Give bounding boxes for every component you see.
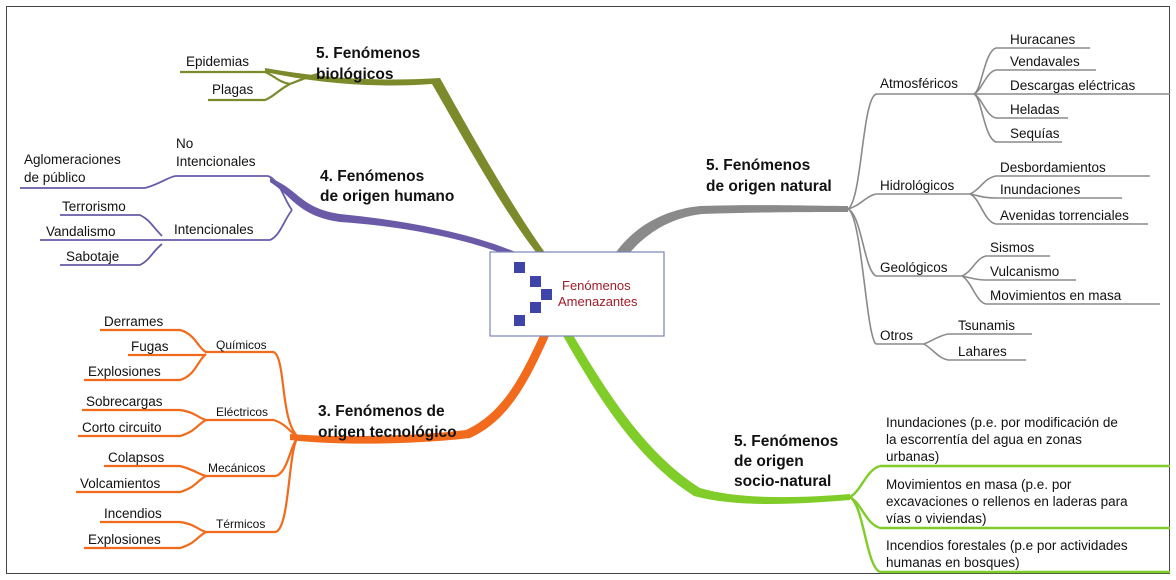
humano-title-line1: 4. Fenómenos: [320, 168, 424, 185]
branch-biologicos: 5. Fenómenos biológicos Epidemias Plagas: [180, 45, 420, 102]
center-logo-icon: [514, 262, 552, 326]
aglomeraciones-line2: de público: [24, 170, 86, 185]
biologicos-title-line2: biológicos: [316, 66, 394, 83]
mecanicos-item-2: Volcamientos: [80, 476, 161, 491]
hidrologicos-label: Hidrológicos: [880, 178, 955, 193]
intencionales-label: Intencionales: [174, 222, 254, 237]
socio-natural-title-line2: de origen: [734, 453, 804, 470]
socio-item-1-line3: urbanas): [886, 449, 939, 464]
biologicos-item-2: Plagas: [212, 82, 254, 97]
branch-tecnologico: 3. Fenómenos de origen tecnológico Quími…: [76, 314, 457, 550]
branch-humano: 4. Fenómenos de origen humano No Intenci…: [20, 136, 454, 266]
hidrologicos-item-3: Avenidas torrenciales: [1000, 208, 1129, 223]
intencionales-item-3: Sabotaje: [66, 249, 119, 264]
branch-humano-connector: [270, 178, 520, 258]
mecanicos-item-1: Colapsos: [108, 450, 165, 465]
quimicos-item-1: Derrames: [104, 314, 164, 329]
center-node: Fenómenos Amenazantes: [489, 251, 665, 337]
biologicos-title-line1: 5. Fenómenos: [316, 45, 420, 62]
branch-natural: 5. Fenómenos de origen natural Atmosféri…: [706, 32, 1170, 361]
socio-item-2-line2: excavaciones o rellenos en laderas para: [886, 494, 1128, 509]
geologicos-label: Geológicos: [880, 260, 948, 275]
termicos-item-1: Incendios: [104, 506, 162, 521]
termicos-item-2: Explosiones: [88, 532, 161, 547]
quimicos-item-3: Explosiones: [88, 364, 161, 379]
atmosfericos-item-1: Huracanes: [1010, 32, 1076, 47]
atmosfericos-item-2: Vendavales: [1010, 54, 1080, 69]
no-intencionales-line2: Intencionales: [176, 154, 256, 169]
electricos-item-2: Corto circuito: [82, 420, 162, 435]
natural-title-line2: de origen natural: [706, 178, 832, 195]
otros-item-2: Lahares: [958, 344, 1007, 359]
socio-item-2-line3: vías o viviendas): [886, 511, 987, 526]
center-title-line2: Amenazantes: [558, 294, 638, 309]
socio-item-3-line2: humanas en bosques): [886, 555, 1020, 570]
atmosfericos-item-4: Heladas: [1010, 102, 1060, 117]
atmosfericos-label: Atmosféricos: [880, 76, 958, 91]
socio-natural-title-line1: 5. Fenómenos: [734, 433, 838, 450]
natural-title-line1: 5. Fenómenos: [706, 157, 810, 174]
intencionales-item-1: Terrorismo: [62, 199, 126, 214]
hidrologicos-item-2: Inundaciones: [1000, 182, 1081, 197]
electricos-item-1: Sobrecargas: [86, 394, 163, 409]
socio-item-2-line1: Movimientos en masa (p.e. por: [886, 477, 1072, 492]
socio-natural-title-line3: socio-natural: [734, 473, 831, 490]
socio-item-1-line1: Inundaciones (p.e. por modificación de: [886, 415, 1118, 430]
tecnologico-title-line1: 3. Fenómenos de: [318, 403, 445, 420]
otros-item-1: Tsunamis: [958, 318, 1015, 333]
quimicos-item-2: Fugas: [131, 339, 169, 354]
termicos-label: Térmicos: [216, 517, 265, 531]
socio-item-1-line2: la escorrentía del agua en zonas: [886, 432, 1082, 447]
geologicos-item-1: Sismos: [990, 240, 1035, 255]
center-title-line1: Fenómenos: [562, 278, 631, 293]
atmosfericos-item-3: Descargas eléctricas: [1010, 78, 1136, 93]
no-intencionales-line1: No: [176, 136, 193, 151]
biologicos-item-1: Epidemias: [186, 54, 249, 69]
branch-socio-natural: 5. Fenómenos de origen socio-natural Inu…: [734, 415, 1170, 574]
quimicos-label: Químicos: [216, 338, 267, 352]
socio-item-3-line1: Incendios forestales (p.e por actividade…: [886, 538, 1128, 553]
mecanicos-label: Mecánicos: [208, 461, 265, 475]
electricos-label: Eléctricos: [216, 405, 268, 419]
tecnologico-title-line2: origen tecnológico: [318, 424, 457, 441]
branch-natural-connector: [612, 205, 848, 262]
diagram-frame: [6, 6, 1170, 574]
geologicos-item-3: Movimientos en masa: [990, 288, 1122, 303]
hidrologicos-item-1: Desbordamientos: [1000, 160, 1106, 175]
atmosfericos-item-5: Sequías: [1010, 126, 1060, 141]
aglomeraciones-line1: Aglomeraciones: [24, 152, 121, 167]
humano-title-line2: de origen humano: [320, 188, 454, 205]
otros-label: Otros: [880, 328, 913, 343]
geologicos-item-2: Vulcanismo: [990, 264, 1059, 279]
intencionales-item-2: Vandalismo: [46, 224, 116, 239]
branch-socio-natural-connector: [562, 330, 850, 504]
branch-biologicos-connector: [265, 68, 552, 262]
